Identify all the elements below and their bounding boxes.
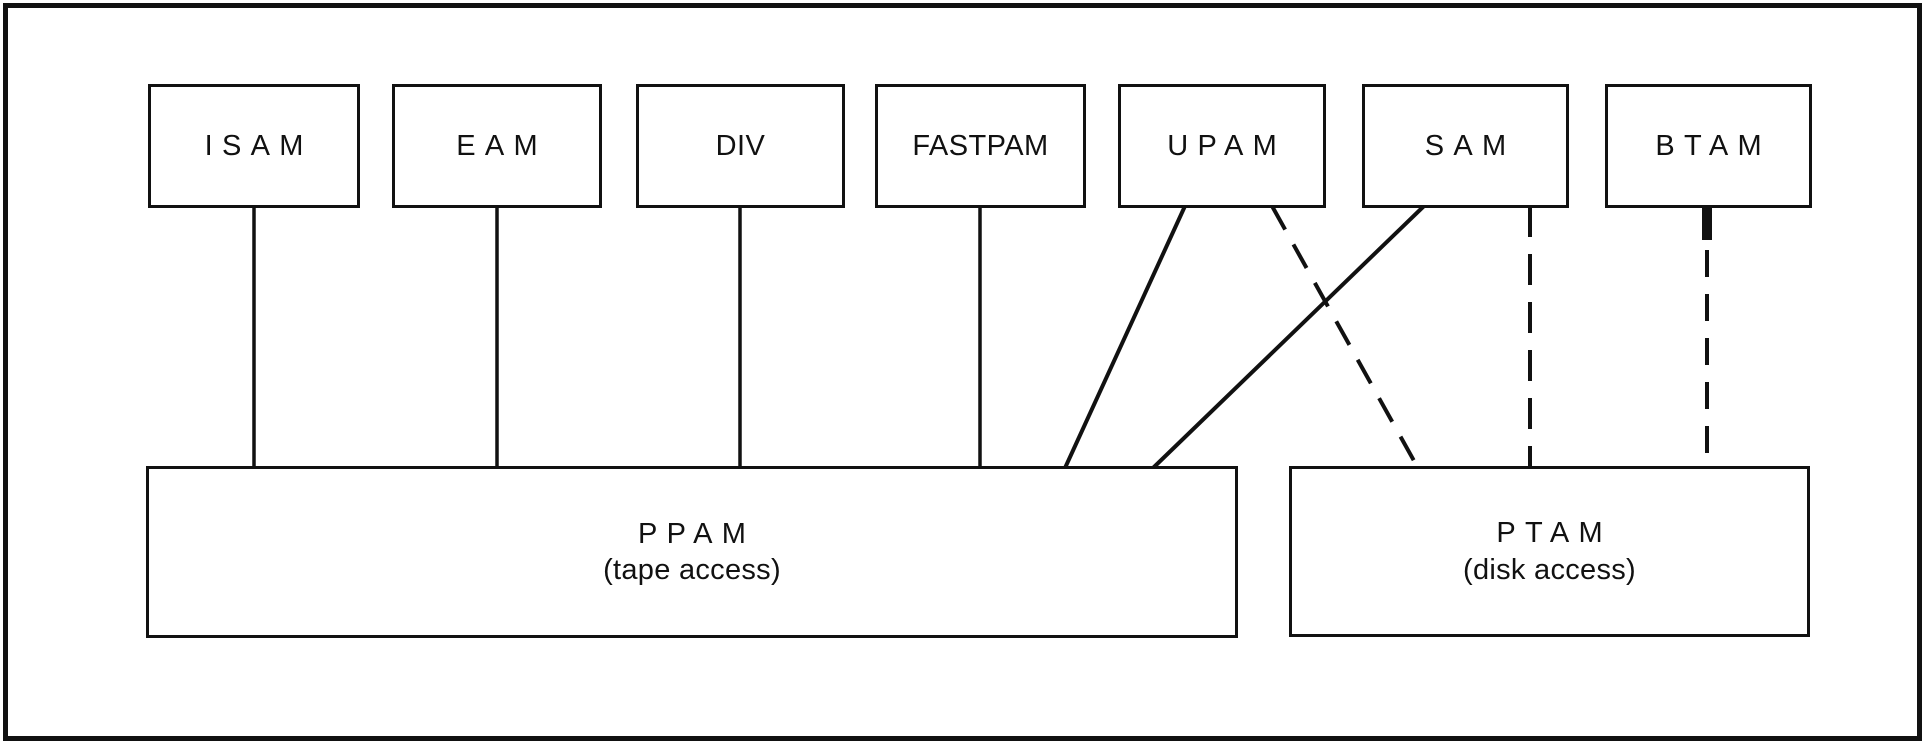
node-upam-label: UPAM (1167, 129, 1287, 162)
node-ppam-label: PPAM (638, 517, 756, 550)
node-btam-label: BTAM (1655, 129, 1771, 162)
node-isam-label: ISAM (204, 129, 313, 162)
node-div: DIV (636, 84, 845, 208)
node-upam: UPAM (1118, 84, 1326, 208)
node-eam: EAM (392, 84, 602, 208)
node-fastpam-label: FASTPAM (912, 129, 1049, 162)
edge-sam-ppam (1151, 204, 1426, 470)
node-eam-label: EAM (456, 129, 547, 162)
node-ppam-sublabel: (tape access) (603, 554, 781, 586)
node-sam-label: SAM (1424, 129, 1516, 162)
node-btam: BTAM (1605, 84, 1812, 208)
edge-upam-ppam (1063, 205, 1187, 469)
edge-upam-ptam (1270, 205, 1420, 469)
node-div-label: DIV (715, 129, 766, 162)
node-ptam: PTAM (disk access) (1289, 466, 1810, 637)
node-fastpam: FASTPAM (875, 84, 1086, 208)
node-sam: SAM (1362, 84, 1569, 208)
node-ppam: PPAM (tape access) (146, 466, 1238, 638)
node-ptam-label: PTAM (1496, 517, 1612, 550)
node-ptam-sublabel: (disk access) (1463, 553, 1636, 586)
outer-border (3, 3, 1922, 741)
node-isam: ISAM (148, 84, 360, 208)
